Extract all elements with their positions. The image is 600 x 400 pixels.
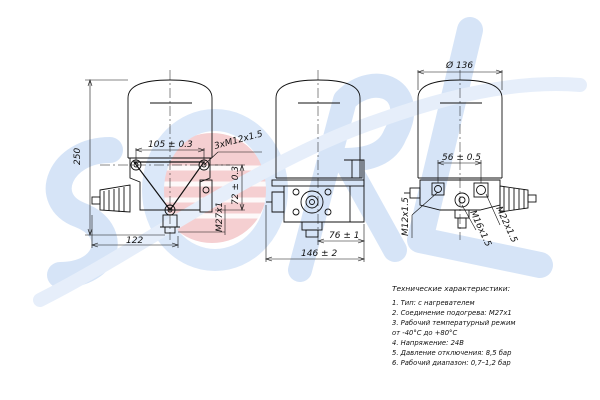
front-dimensions bbox=[85, 79, 262, 248]
spec-item: 3. Рабочий температурный режим bbox=[392, 319, 516, 327]
dim-height: 250 bbox=[73, 148, 83, 165]
spec-item: от -40°C до +80°C bbox=[392, 329, 457, 337]
rear-port-small bbox=[434, 185, 442, 193]
rear-view bbox=[404, 70, 537, 240]
dim-diameter: Ø 136 bbox=[445, 60, 473, 71]
spec-item: 1. Тип: с нагревателем bbox=[392, 299, 475, 307]
dim-bolt-spacing: 105 ± 0.3 bbox=[148, 140, 193, 150]
dim-port-spacing: 56 ± 0.5 bbox=[442, 153, 481, 163]
rear-port-mid bbox=[454, 192, 470, 208]
rear-port-large bbox=[476, 185, 486, 195]
dim-depth-76: 76 ± 1 bbox=[329, 231, 359, 241]
dim-base-width: 122 bbox=[126, 236, 143, 246]
side-view bbox=[266, 70, 365, 240]
side-dimensions bbox=[265, 205, 365, 262]
side-port-large bbox=[300, 190, 324, 214]
front-drain-valve bbox=[99, 184, 131, 213]
specs-title: Технические характеристики: bbox=[392, 284, 510, 293]
dim-mount-offset: 72 ± 0.3 bbox=[231, 166, 241, 205]
spec-item: 5. Давление отключения: 8,5 бар bbox=[392, 349, 511, 357]
specifications: Технические характеристики: 1. Тип: с на… bbox=[392, 284, 516, 367]
watermark-swoosh bbox=[33, 77, 587, 307]
front-view bbox=[91, 70, 230, 240]
watermark-logo bbox=[33, 17, 587, 307]
rear-drain-valve bbox=[499, 185, 529, 213]
spec-item: 4. Напряжение: 24В bbox=[392, 339, 464, 347]
dim-port3: M22x1.5 bbox=[493, 205, 519, 245]
rear-dimensions bbox=[411, 69, 503, 238]
dim-depth-146: 146 ± 2 bbox=[301, 249, 337, 259]
dim-port1: M12x1.5 bbox=[401, 197, 411, 236]
watermark-letter-o bbox=[142, 109, 288, 271]
watermark-letter-r bbox=[288, 73, 415, 282]
dim-heater-thread: M27x1 bbox=[215, 202, 225, 232]
spec-item: 6. Рабочий диапазон: 0,7–1,2 бар bbox=[392, 359, 511, 367]
front-mount-bracket bbox=[132, 161, 206, 212]
spec-item: 2. Соединение подогрева: M27x1 bbox=[392, 309, 512, 317]
side-dimension-labels: 76 ± 1 146 ± 2 bbox=[301, 231, 359, 259]
watermark-letter-s bbox=[45, 137, 123, 288]
